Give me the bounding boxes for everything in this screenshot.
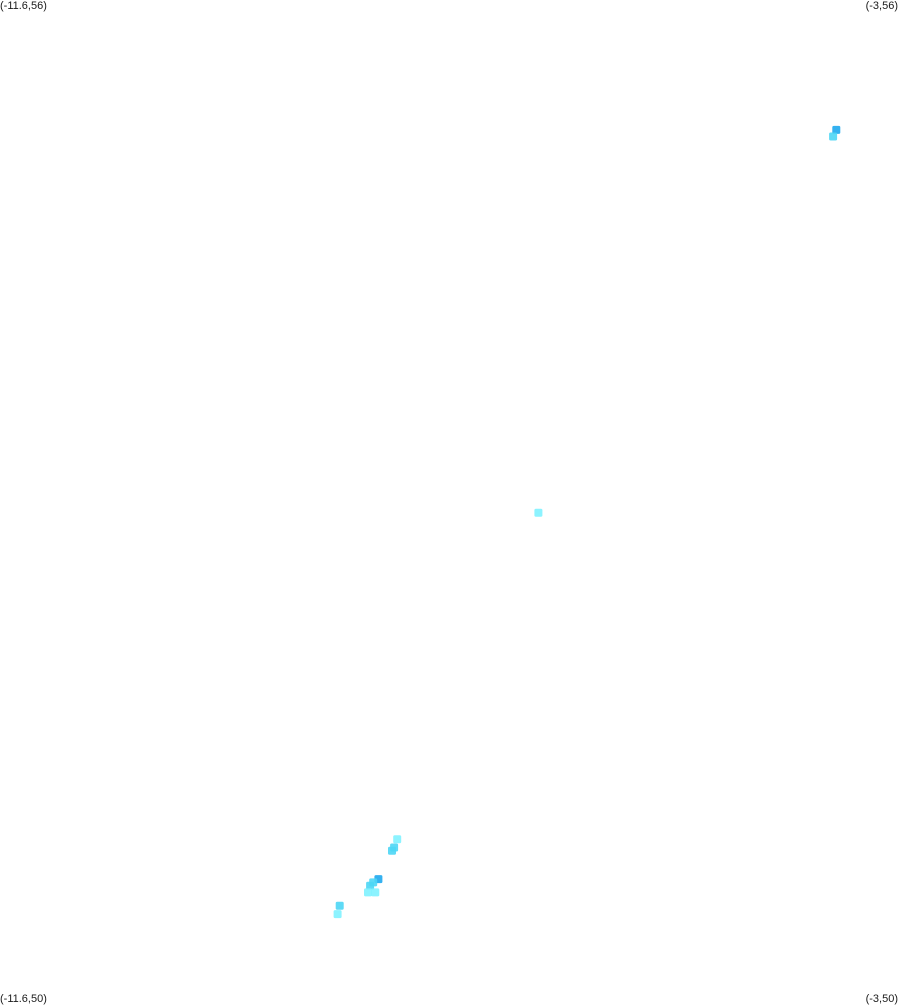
map-cell-dark	[832, 125, 841, 134]
map-cell-light	[534, 508, 543, 517]
map-cell-light	[364, 888, 372, 897]
map-cell-light	[333, 910, 342, 919]
corner-label-top-left: (-11.6,56)	[0, 0, 47, 12]
map-cell-mid	[388, 846, 396, 855]
corner-label-top-right: (-3,56)	[865, 0, 898, 12]
map-cell-mid	[829, 132, 838, 141]
map-cell-light	[371, 888, 380, 897]
map-cell-mid	[335, 901, 344, 910]
map-cell-light	[393, 835, 402, 844]
map-cell-mid	[366, 881, 375, 890]
